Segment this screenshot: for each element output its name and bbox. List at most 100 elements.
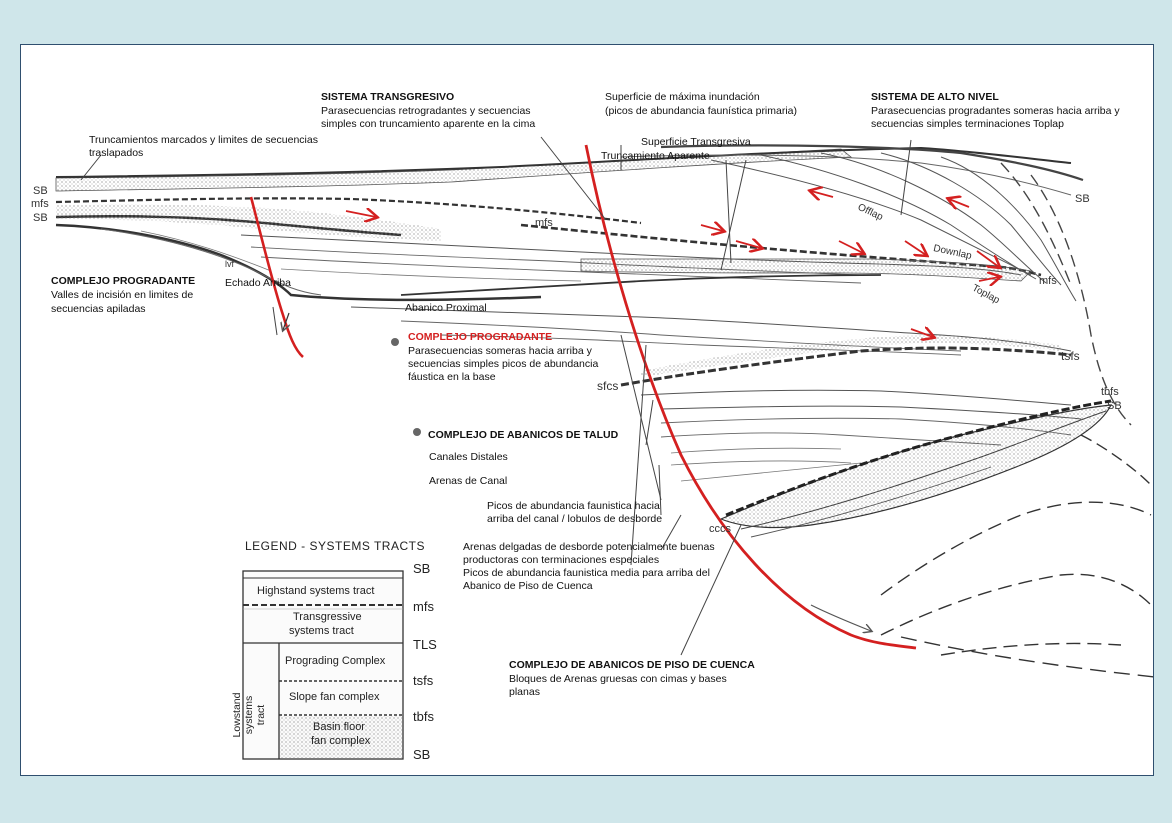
- cp1-title: COMPLEJO PROGRADANTE: [51, 275, 196, 287]
- clino-2: [760, 154, 1037, 280]
- red-arrow-3: [735, 241, 761, 248]
- capc-desc-2: planas: [509, 686, 540, 698]
- red-arrow-7: [811, 191, 834, 197]
- st-title: SISTEMA TRANSGRESIVO: [321, 91, 455, 103]
- echado-arriba-label: Echado Arriba: [225, 277, 291, 289]
- cp2-desc-1: Parasecuencias someras hacia arriba y: [408, 345, 592, 357]
- slope-7: [680, 462, 862, 482]
- clino-5: [940, 156, 1077, 302]
- legend-transgressive-1: Transgressive: [293, 611, 362, 623]
- mfs-mid-label: mfs: [535, 217, 553, 229]
- basin-arrow-line: [810, 604, 871, 631]
- tsfs-label: tsfs: [1061, 349, 1080, 363]
- legend-sb-top: SB: [413, 561, 431, 576]
- legend-highstand: Highstand systems tract: [257, 585, 375, 597]
- picos-label-1: Picos de abundancia faunistica hacia: [487, 500, 660, 512]
- slope-2: [660, 405, 1082, 420]
- legend-slope-fan: Slope fan complex: [289, 691, 380, 703]
- basin-lens-line1: [740, 410, 1107, 530]
- cp1-desc-1: Valles de incisión en limites de: [51, 289, 194, 301]
- smi-label-2: (picos de abundancia faunística primaria…: [605, 105, 798, 117]
- mfs-right-label: mfs: [1039, 275, 1057, 287]
- san-desc-2: secuencias simples terminaciones Toplap: [871, 118, 1064, 130]
- red-arrow-8: [949, 199, 970, 207]
- basin-dashed-3: [880, 573, 1152, 636]
- diagram-frame: Truncamientos marcados y limites de secu…: [20, 44, 1154, 776]
- legend-mfs: mfs: [413, 599, 434, 614]
- red-arrow-2: [700, 225, 723, 231]
- mfs-left-label: mfs: [31, 198, 49, 210]
- st-desc-1: Parasecuencias retrogradantes y secuenci…: [321, 105, 531, 117]
- cp2-title: COMPLEJO PROGRADANTE: [408, 331, 553, 343]
- st-desc-2: simples con truncamiento aparente en la …: [321, 118, 536, 130]
- slope-1: [640, 389, 1072, 406]
- red-arrow-1: [345, 211, 376, 217]
- truncamientos-label: Truncamientos marcados y limites de secu…: [89, 134, 318, 159]
- tsfs-sand: [641, 335, 1061, 377]
- prog-3: [440, 334, 962, 356]
- legend-tls: TLS: [413, 637, 437, 652]
- arenas-canal-label: Arenas de Canal: [429, 475, 508, 487]
- sup-transgresiva-label: Superficie Transgresiva: [641, 136, 751, 148]
- clino-4: [880, 152, 1062, 286]
- mid-sand-band: [580, 258, 1032, 282]
- cccs-label: cccs: [709, 523, 731, 535]
- left-wedge-inner1: [100, 228, 322, 296]
- stratigraphy-drawing: [55, 136, 1153, 760]
- leader-lines: [80, 136, 912, 656]
- sb-left2-label: SB: [33, 212, 48, 224]
- clino-dashed-2: [1030, 174, 1132, 426]
- left-wedge-inner2: [140, 230, 272, 272]
- cp2-desc-3: fáustica en la base: [408, 371, 496, 383]
- legend-basin-1: Basin floor: [313, 721, 365, 733]
- bullet-1: [391, 338, 399, 346]
- cccs-dashed: [725, 399, 1112, 517]
- left-strata-sand: [56, 204, 441, 241]
- basin-dashed-5: [900, 636, 1153, 678]
- legend-title: LEGEND - SYSTEMS TRACTS: [245, 539, 425, 553]
- arenas-label-3: Picos de abundancia faunistica media par…: [463, 567, 710, 579]
- legend-transgressive-2: systems tract: [289, 625, 354, 637]
- strata-4: [280, 268, 582, 282]
- cp1-desc-2: secuencias apiladas: [51, 303, 146, 315]
- legend-lowstand-2: systems tract: [243, 695, 267, 735]
- legend-box: [242, 570, 404, 760]
- abanico-proximal-label: Abanico Proximal: [405, 302, 487, 314]
- fault-left: [249, 196, 304, 358]
- basin-dashed-2: [880, 501, 1152, 596]
- sb-left-label: SB: [33, 185, 48, 197]
- legend-basin-2: fan complex: [311, 735, 371, 747]
- basin-dashed-4: [940, 642, 1122, 656]
- tbfs-label: tbfs: [1101, 386, 1119, 398]
- capc-desc-1: Bloques de Arenas gruesas con cimas y ba…: [509, 673, 727, 685]
- legend-prograding: Prograding Complex: [285, 655, 386, 667]
- canales-distales-label: Canales Distales: [429, 451, 508, 463]
- san-title: SISTEMA DE ALTO NIVEL: [871, 91, 999, 103]
- red-arrow-4: [838, 240, 863, 253]
- capc-title: COMPLEJO DE ABANICOS DE PISO DE CUENCA: [509, 659, 755, 671]
- arenas-label-1: Arenas delgadas de desborde potencialmen…: [463, 541, 715, 553]
- bullet-2: [413, 428, 421, 436]
- sb-right2-label: SB: [1107, 400, 1122, 412]
- clino-3: [820, 152, 1047, 284]
- fault-main: [584, 144, 917, 650]
- legend-lowstand-1: Lowstand: [231, 692, 243, 738]
- trunc-aparente-label: Truncamiento Aparente: [601, 150, 710, 162]
- san-desc-1: Parasecuencias progradantes someras haci…: [871, 105, 1120, 117]
- prog-2: [400, 320, 962, 352]
- sfcs-label: sfcs: [597, 379, 619, 393]
- red-arrow-6: [976, 250, 999, 267]
- cp2-desc-2: secuencias simples picos de abundancia: [408, 358, 599, 370]
- arenas-label-4: Abanico de Piso de Cuenca: [463, 580, 593, 592]
- basin-fan-lens: [719, 404, 1113, 529]
- top-right-line2: [620, 154, 1072, 196]
- top-right-line: [660, 144, 1084, 182]
- sb-right-label: SB: [1075, 193, 1090, 205]
- legend-sb-bottom: SB: [413, 747, 431, 762]
- arenas-label-2: productoras con terminaciones especiales: [463, 554, 660, 566]
- mfs-left-dashed: [55, 197, 642, 225]
- red-arrow-9: [910, 329, 933, 337]
- slope-5: [670, 447, 842, 454]
- red-arrow-10: [978, 277, 999, 281]
- tst-base: [400, 274, 882, 296]
